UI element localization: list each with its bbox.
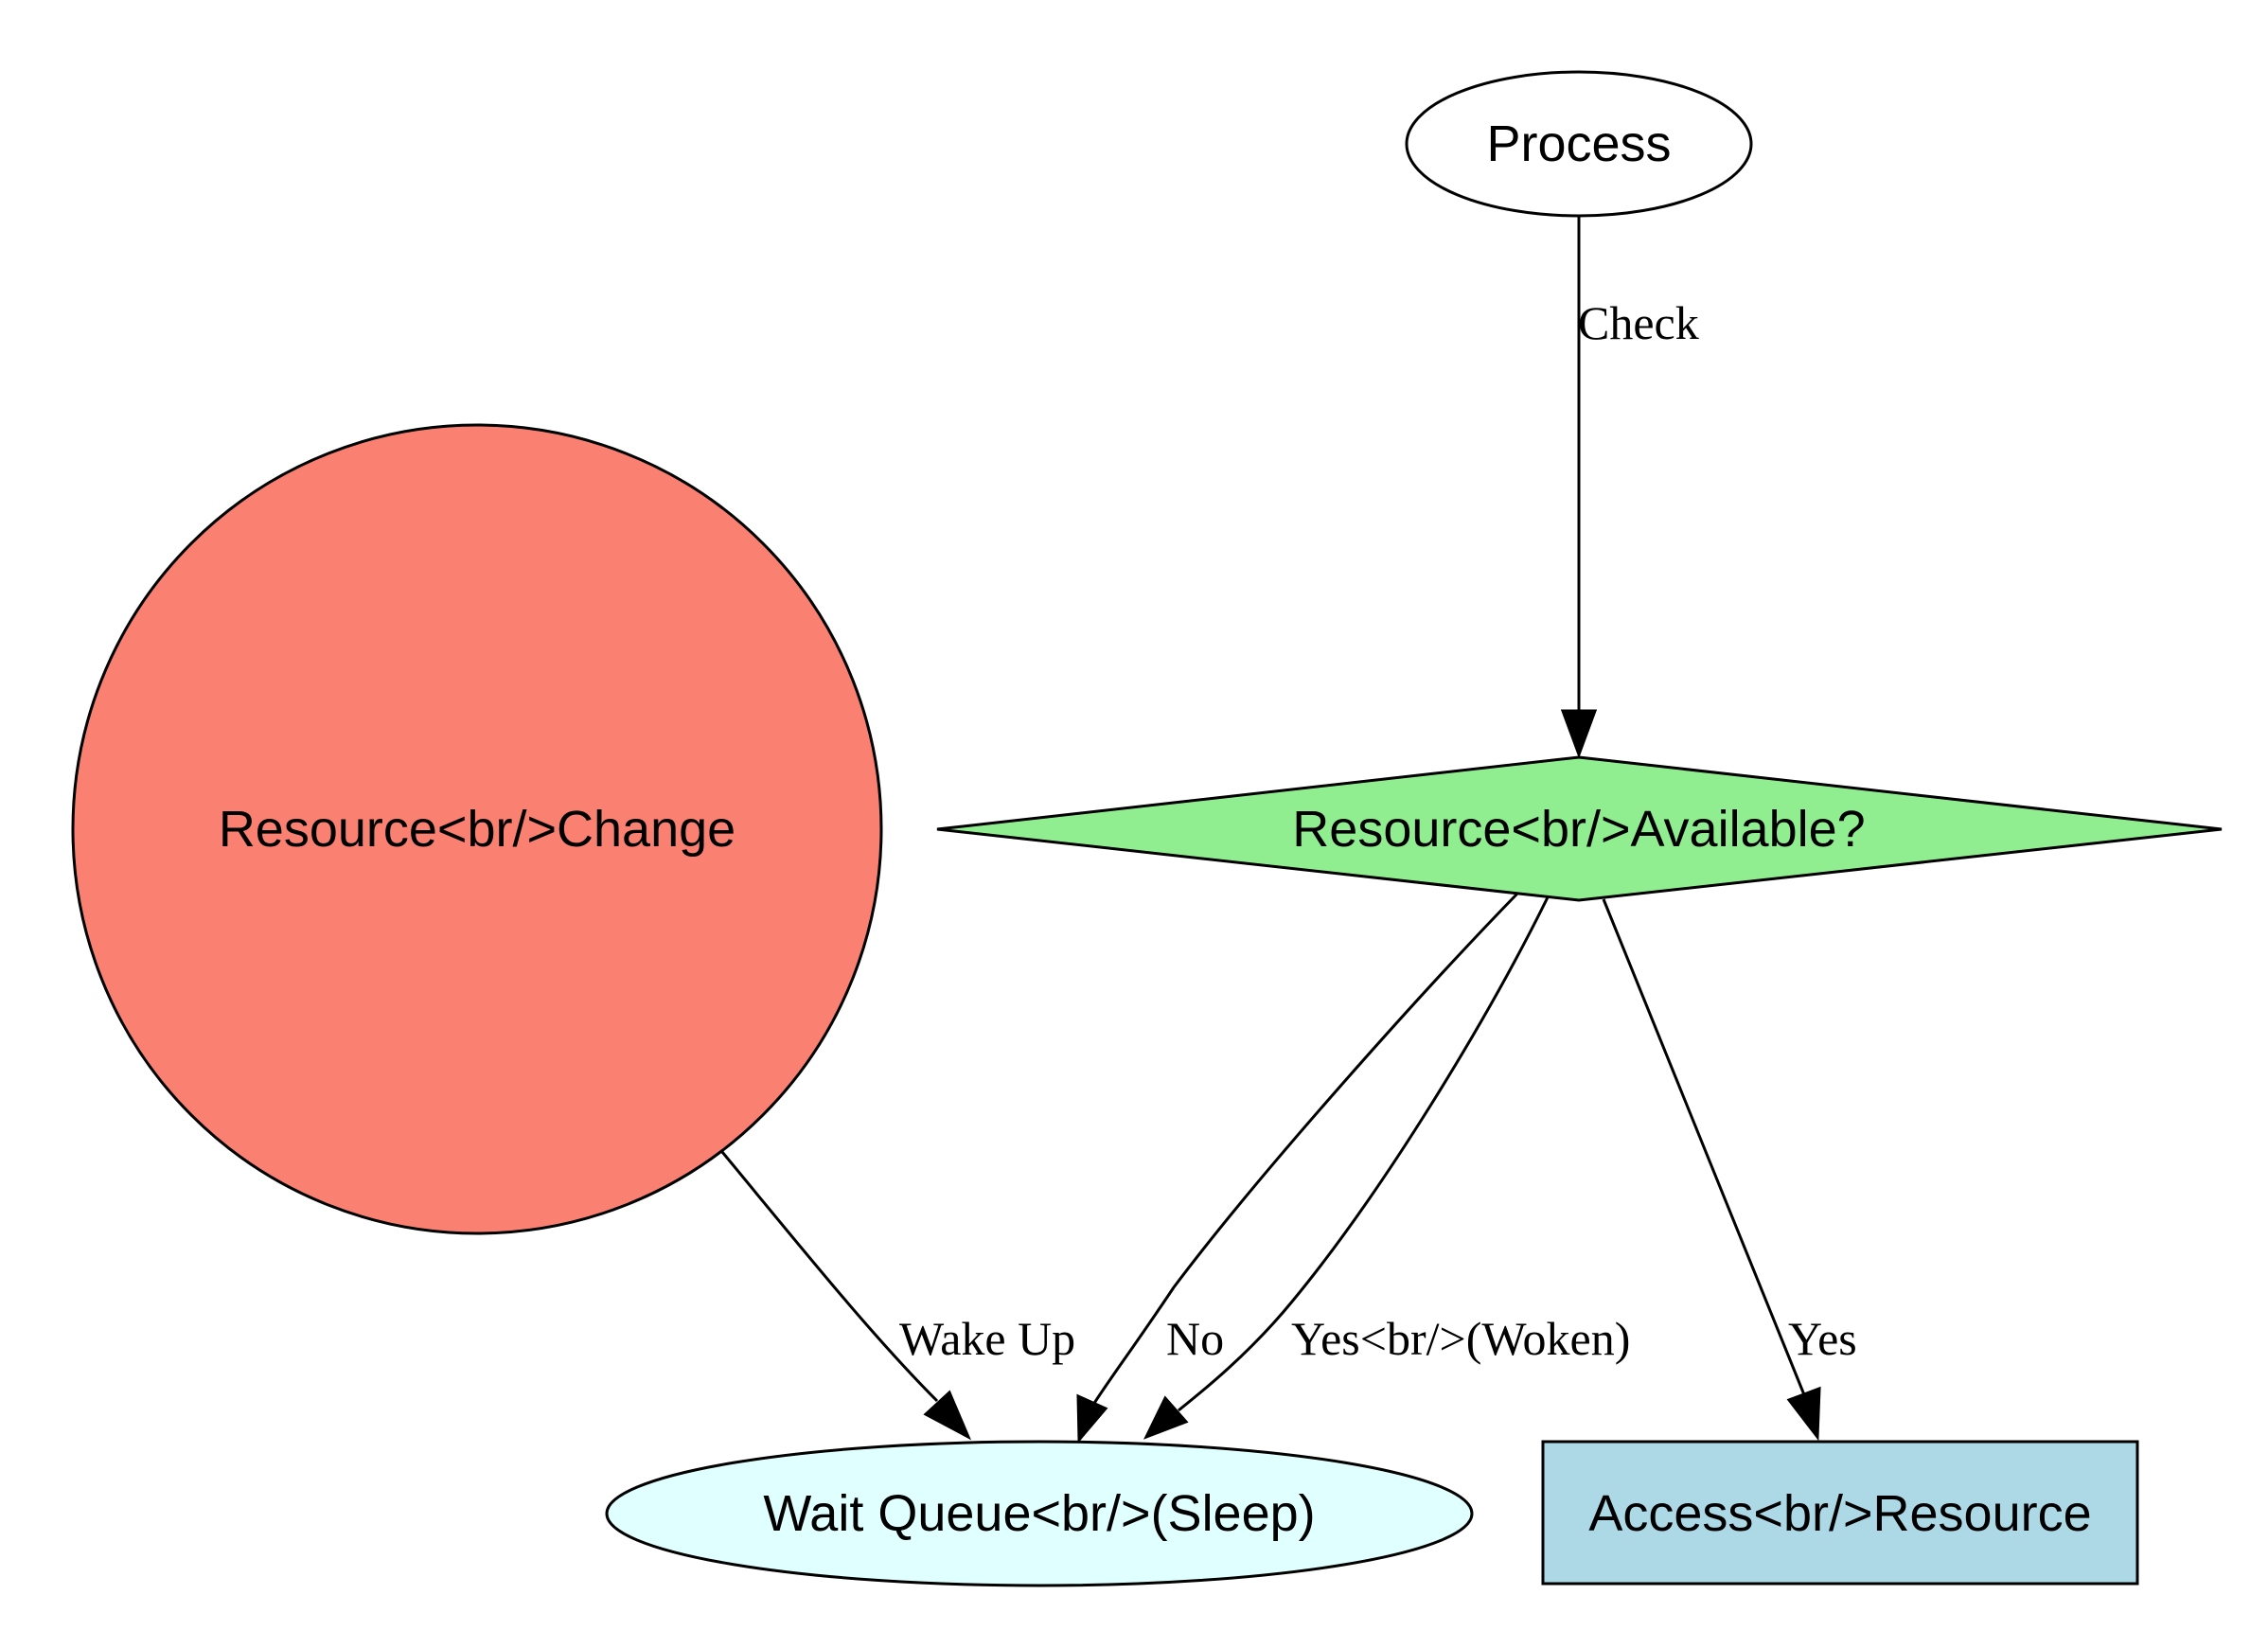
edge-label-yes: Yes: [1788, 1312, 1857, 1365]
edge-label-check: Check: [1578, 296, 1699, 349]
wait-queue-shape: [605, 1440, 1474, 1587]
edge-label-wake-up: Wake Up: [899, 1312, 1075, 1365]
process-shape: [1405, 70, 1753, 218]
node-resource-available[interactable]: Resource<br/>Available?: [936, 755, 2223, 902]
process-label: Process: [1486, 115, 1671, 172]
edge-wake-up: [720, 1151, 972, 1441]
edge-check: [1560, 216, 1598, 759]
node-process[interactable]: Process: [1405, 70, 1753, 218]
node-wait-queue[interactable]: Wait Queue<br/>(Sleep): [605, 1440, 1474, 1587]
edge-no: [1076, 892, 1519, 1444]
edge-woken: [1143, 896, 1550, 1440]
edge-yes: [1602, 898, 1821, 1442]
node-resource-change[interactable]: Resource<br/>Change: [71, 423, 883, 1235]
edge-label-no: No: [1166, 1312, 1224, 1365]
access-resource-label: Access<br/>Resource: [1588, 1485, 2091, 1542]
resource-change-circle: [71, 423, 883, 1235]
edge-label-woken: Yes<br/>(Woken): [1291, 1312, 1630, 1365]
resource-available-diamond: [936, 755, 2223, 902]
resource-available-label: Resource<br/>Available?: [1292, 801, 1865, 858]
access-resource-box: [1541, 1440, 2139, 1586]
node-access-resource[interactable]: Access<br/>Resource: [1541, 1440, 2139, 1586]
resource-change-label: Resource<br/>Change: [219, 801, 735, 858]
wait-queue-label: Wait Queue<br/>(Sleep): [763, 1485, 1315, 1542]
